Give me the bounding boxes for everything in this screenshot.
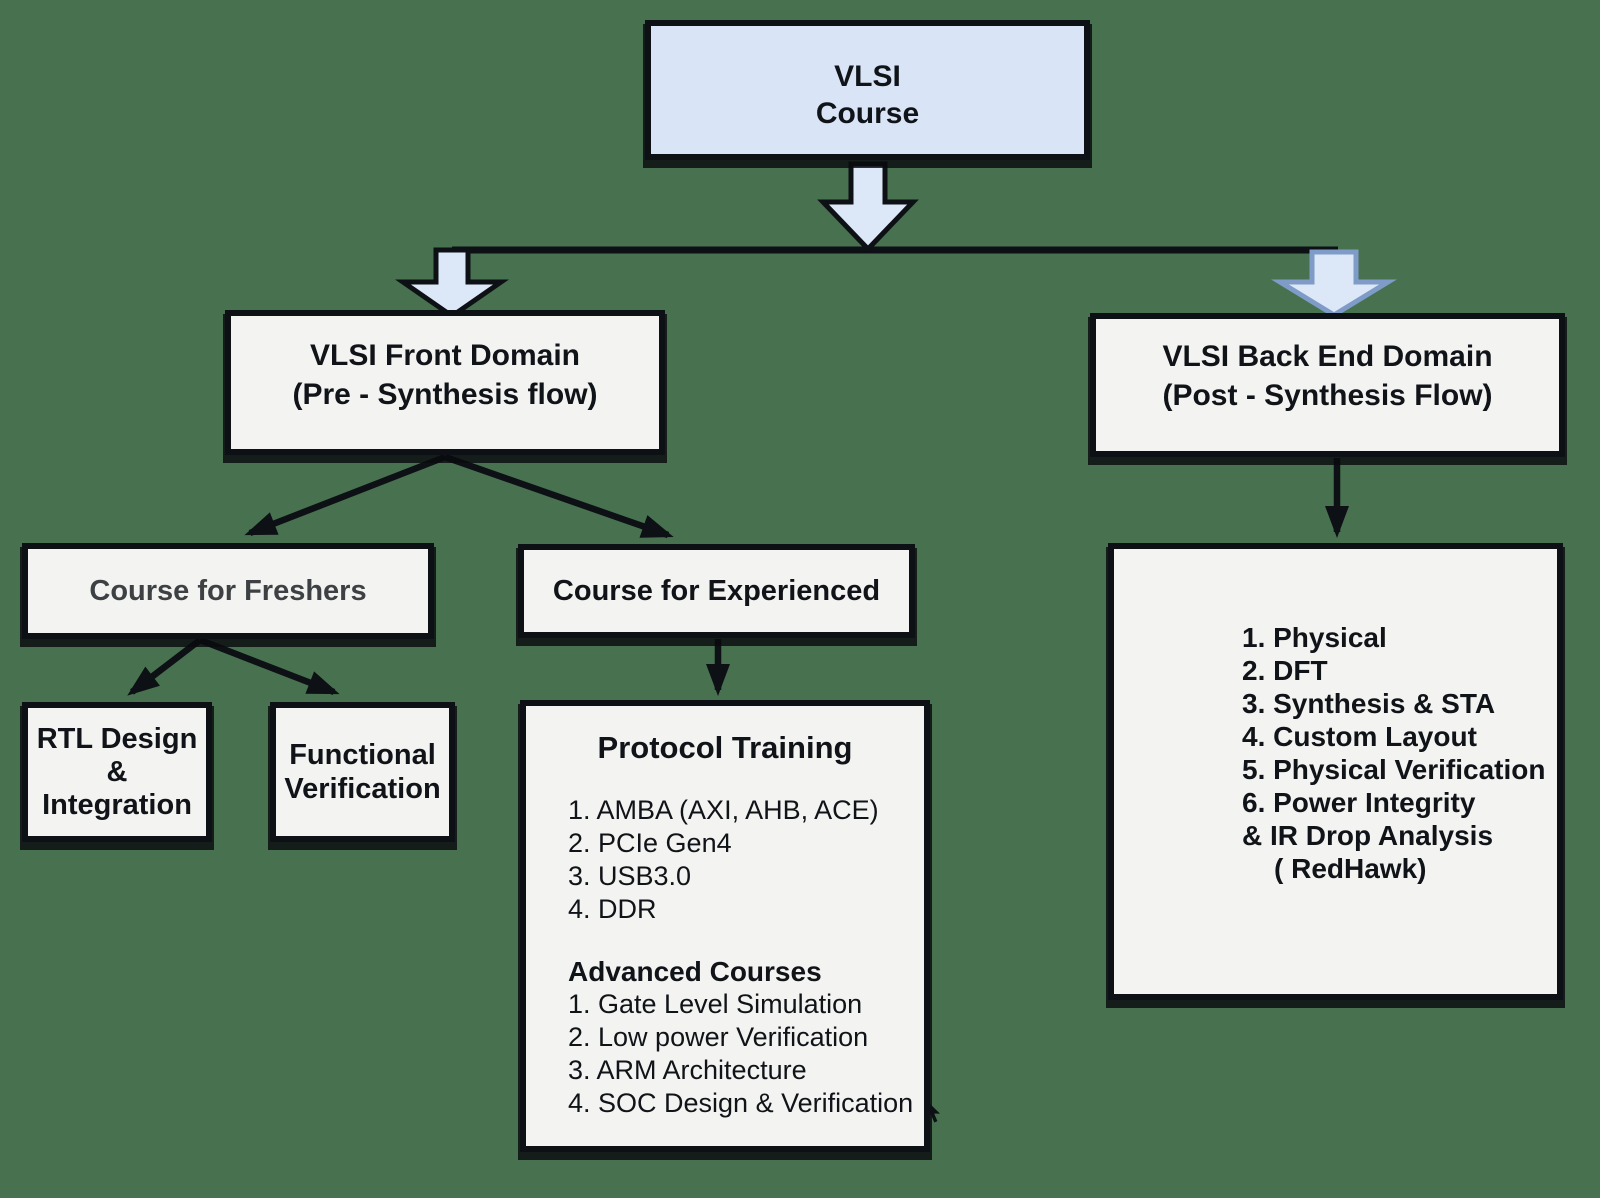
advanced-item: 2. Low power Verification — [568, 1022, 869, 1052]
backend-item: 5. Physical Verification — [1242, 754, 1546, 785]
node-functional-verification: Functional Verification — [270, 702, 455, 842]
advanced-courses-title: Advanced Courses — [568, 956, 822, 987]
connector-front-to-freshers — [244, 453, 447, 537]
cursor-icon — [926, 1100, 940, 1123]
back-domain-line1: VLSI Back End Domain — [1162, 340, 1493, 373]
node-front-domain: VLSI Front Domain (Pre - Synthesis flow) — [225, 310, 665, 455]
connector-freshers-to-functional — [198, 636, 340, 696]
node-course-freshers: Course for Freshers — [22, 543, 434, 639]
functional-line1: Functional — [289, 739, 436, 771]
block-arrow-back-icon — [1271, 249, 1397, 318]
rtl-line2: & — [106, 755, 128, 788]
protocol-item: 3. USB3.0 — [568, 861, 692, 891]
node-protocol-training: Protocol Training 1. AMBA (AXI, AHB, ACE… — [520, 700, 930, 1152]
connector-front-to-experienced — [443, 453, 674, 539]
protocol-item: 4. DDR — [568, 894, 657, 924]
course-title-line2: Course — [815, 97, 920, 130]
backend-list: 1. Physical 2. DFT 3. Synthesis & STA 4.… — [1242, 621, 1557, 885]
protocol-title: Protocol Training — [597, 730, 853, 765]
course-title-line1: VLSI — [834, 60, 901, 93]
back-domain-line2: (Post - Synthesis Flow) — [1162, 379, 1493, 412]
node-back-domain: VLSI Back End Domain (Post - Synthesis F… — [1090, 313, 1565, 457]
protocol-item: 2. PCIe Gen4 — [568, 828, 732, 858]
backend-item: 4. Custom Layout — [1242, 721, 1477, 752]
node-rtl-design: RTL Design & Integration — [22, 702, 212, 842]
block-arrow-down-icon — [817, 161, 919, 253]
block-arrow-front-icon — [395, 247, 509, 320]
backend-item: 2. DFT — [1242, 655, 1328, 686]
backend-item: 6. Power Integrity — [1242, 787, 1476, 818]
rtl-line3: Integration — [42, 788, 192, 821]
freshers-label: Course for Freshers — [89, 574, 367, 607]
node-backend-topics: 1. Physical 2. DFT 3. Synthesis & STA 4.… — [1108, 543, 1563, 1000]
advanced-item: 3. ARM Architecture — [568, 1055, 807, 1085]
backend-item: ( RedHawk) — [1274, 853, 1427, 884]
backend-item: 1. Physical — [1242, 622, 1387, 653]
connector-freshers-to-rtl — [127, 637, 202, 696]
protocol-list: 1. AMBA (AXI, AHB, ACE) 2. PCIe Gen4 3. … — [568, 794, 924, 1120]
functional-line2: Verification — [284, 773, 441, 805]
protocol-item: 1. AMBA (AXI, AHB, ACE) — [568, 795, 879, 825]
front-domain-line1: VLSI Front Domain — [310, 338, 580, 372]
node-vlsi-course: VLSI Course — [645, 20, 1090, 160]
node-course-experienced: Course for Experienced — [518, 544, 915, 638]
experienced-label: Course for Experienced — [552, 574, 881, 607]
advanced-item: 1. Gate Level Simulation — [568, 989, 863, 1019]
front-domain-line2: (Pre - Synthesis flow) — [292, 377, 598, 411]
backend-item: 3. Synthesis & STA — [1242, 688, 1496, 719]
rtl-line1: RTL Design — [36, 722, 198, 755]
backend-item: & IR Drop Analysis — [1242, 820, 1494, 851]
advanced-item: 4. SOC Design & Verification — [568, 1088, 914, 1118]
